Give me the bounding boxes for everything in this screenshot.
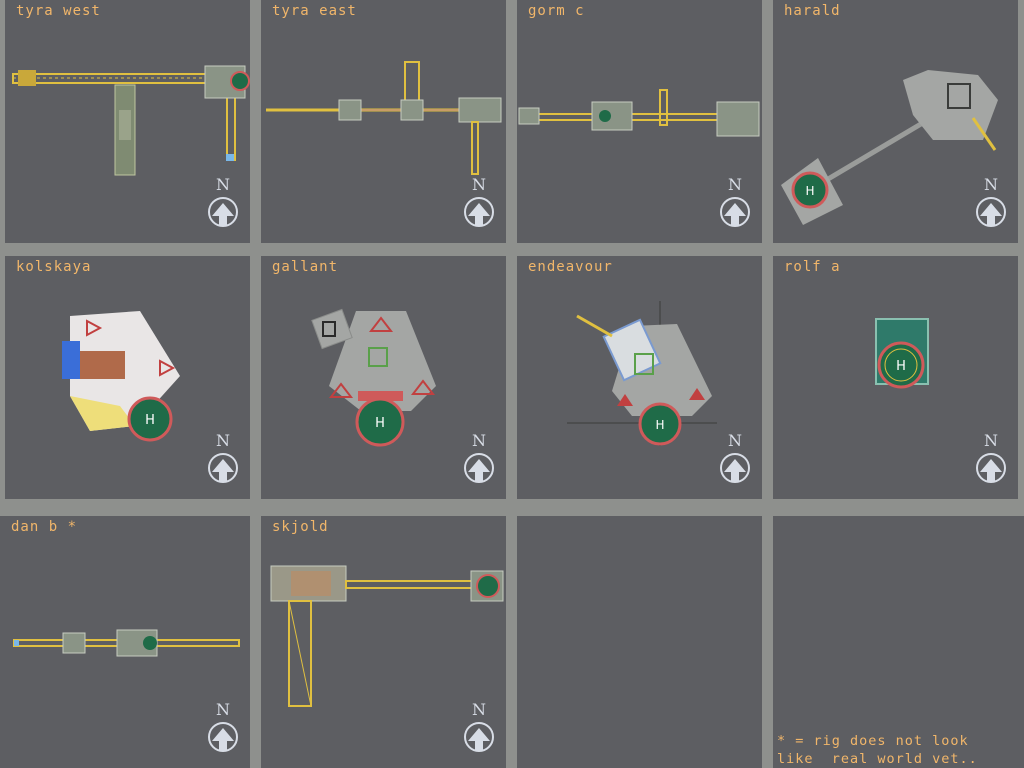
compass-icon (720, 197, 750, 227)
compass-n-label: N (216, 175, 230, 194)
panel-title: tyra east (272, 3, 357, 19)
panel-title: gorm c (528, 3, 585, 19)
rig-gorm-c (518, 89, 760, 137)
compass-icon (464, 453, 494, 483)
panel-title: rolf a (784, 259, 841, 275)
compass-n-label: N (472, 431, 486, 450)
north-compass: N (206, 431, 240, 487)
compass-icon (208, 722, 238, 752)
north-compass: N (718, 431, 752, 487)
compass-n-label: N (216, 431, 230, 450)
panel-rolf-a[interactable]: rolf a H N (773, 256, 1018, 499)
panel-tyra-west[interactable]: tyra west N (5, 0, 250, 243)
panel-title: endeavour (528, 259, 613, 275)
panel-endeavour[interactable]: endeavour H N (517, 256, 762, 499)
panel-title: tyra west (16, 3, 101, 19)
compass-icon (208, 197, 238, 227)
rig-tyra-east (266, 61, 502, 175)
panel-title: dan b * (11, 519, 78, 535)
compass-icon (464, 722, 494, 752)
north-compass: N (462, 431, 496, 487)
panel-empty-2 (773, 516, 1024, 768)
helipad-h-label: H (375, 416, 385, 431)
compass-icon (208, 453, 238, 483)
rig-kolskaya: H (62, 311, 180, 442)
helipad-h-label: H (805, 184, 814, 198)
panel-harald[interactable]: harald H N (773, 0, 1018, 243)
rig-harald: H (781, 70, 998, 225)
panel-gallant[interactable]: gallant H N (261, 256, 506, 499)
compass-icon (976, 197, 1006, 227)
compass-n-label: N (216, 700, 230, 719)
panel-title: harald (784, 3, 841, 19)
panel-skjold[interactable]: skjold N (261, 516, 506, 768)
panel-title: gallant (272, 259, 339, 275)
compass-n-label: N (984, 431, 998, 450)
panel-dan-b[interactable]: dan b * N (0, 516, 250, 768)
panel-title: kolskaya (16, 259, 92, 275)
north-compass: N (462, 175, 496, 231)
footnote-line-1: * = rig does not look (777, 733, 969, 749)
north-compass: N (974, 175, 1008, 231)
compass-n-label: N (728, 175, 742, 194)
compass-n-label: N (472, 700, 486, 719)
footnote-line-2: like real world vet.. (777, 751, 978, 767)
compass-n-label: N (472, 175, 486, 194)
compass-n-label: N (728, 431, 742, 450)
panel-title: skjold (272, 519, 329, 535)
north-compass: N (462, 700, 496, 756)
footnote: * = rig does not look like real world ve… (777, 732, 978, 768)
north-compass: N (206, 175, 240, 231)
north-compass: N (206, 700, 240, 756)
rig-gallant: H (311, 308, 436, 447)
rig-tyra-west (12, 65, 250, 176)
panel-tyra-east[interactable]: tyra east N (261, 0, 506, 243)
helipad-h-label: H (896, 359, 906, 374)
panel-empty-1 (517, 516, 762, 768)
rig-skjold (270, 565, 504, 707)
panel-gorm-c[interactable]: gorm c N (517, 0, 762, 243)
north-compass: N (718, 175, 752, 231)
panel-kolskaya[interactable]: kolskaya H N (5, 256, 250, 499)
rig-endeavour: H (567, 301, 717, 446)
compass-icon (720, 453, 750, 483)
rig-dan-b (13, 629, 240, 657)
compass-icon (464, 197, 494, 227)
compass-icon (976, 453, 1006, 483)
compass-n-label: N (984, 175, 998, 194)
rig-rolf-a: H (875, 318, 929, 389)
helipad-h-label: H (145, 413, 155, 428)
north-compass: N (974, 431, 1008, 487)
helipad-h-label: H (655, 418, 664, 432)
